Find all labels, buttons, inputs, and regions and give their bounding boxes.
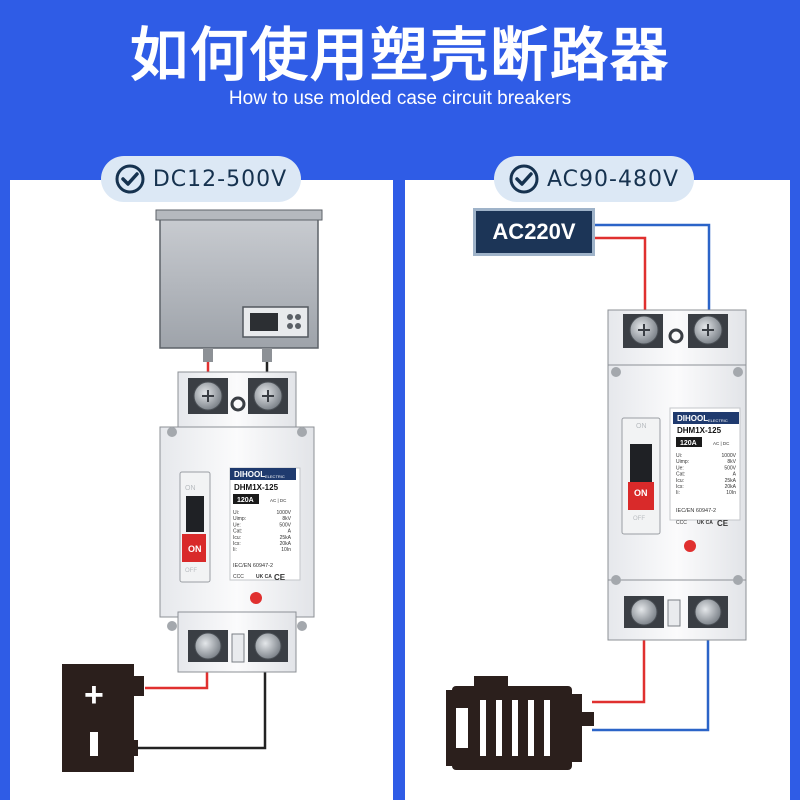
left-breaker xyxy=(159,371,315,673)
ac-motor-icon xyxy=(446,676,594,770)
spec-key: Ics: xyxy=(233,541,241,547)
spec-key: Ics: xyxy=(676,484,684,490)
dc-voltage-badge: DC12-500V xyxy=(101,156,301,202)
ce-mark: CE xyxy=(274,573,286,582)
toggle-on-label: ON xyxy=(636,423,647,430)
breaker-acdc: AC | DC xyxy=(713,441,730,446)
spec-key: Ii: xyxy=(233,547,237,553)
spec-value: 1000V xyxy=(277,510,292,516)
spec-key: Uimp: xyxy=(676,459,689,465)
right-breaker-label: DIHOOL ELECTRIC DHM1X-125 120A AC | DC O… xyxy=(633,412,739,528)
spec-key: Ue: xyxy=(233,522,241,528)
spec-key: Cat: xyxy=(233,529,242,535)
breaker-brand: DIHOOL xyxy=(234,470,265,479)
toggle-off-label: OFF xyxy=(633,516,645,522)
spec-key: Icu: xyxy=(233,535,241,541)
spec-value: A xyxy=(288,529,292,535)
breaker-standard: IEC/EN 60947-2 xyxy=(676,508,716,514)
breaker-spec-table: Ui: 1000V Uimp: 8kV Ue: 500V Cat: A Icu: 25kA Ics:… xyxy=(676,453,737,496)
spec-value: 1000V xyxy=(722,453,737,459)
switch-on-label: ON xyxy=(188,544,202,554)
ac-wires xyxy=(592,223,711,732)
ac-source-label: AC220V xyxy=(473,208,595,256)
breaker-model: DHM1X-125 xyxy=(234,483,279,492)
ukca-mark: UK CA xyxy=(256,574,272,580)
toggle-off-label: OFF xyxy=(185,568,197,574)
spec-value: 25kA xyxy=(280,535,292,541)
ccc-mark: CCC xyxy=(676,520,687,526)
check-circle-icon xyxy=(115,164,145,194)
spec-value: 25kA xyxy=(725,478,737,484)
breaker-acdc: AC | DC xyxy=(270,498,287,503)
page-title: 如何使用塑壳断路器 xyxy=(129,21,670,89)
ccc-mark: CCC xyxy=(233,574,244,580)
ce-mark: CE xyxy=(717,519,729,528)
spec-value: 500V xyxy=(724,465,736,471)
spec-value: 20kA xyxy=(280,541,292,547)
spec-value: A xyxy=(733,472,737,478)
switch-on-label: ON xyxy=(634,488,648,498)
toggle-on-label: ON xyxy=(185,485,196,492)
spec-value: 10In xyxy=(726,490,736,496)
right-breaker xyxy=(607,309,747,641)
ukca-mark: UK CA xyxy=(697,520,713,526)
spec-value: 8kV xyxy=(727,459,736,465)
left-breaker-label: DIHOOL ELECTRIC DHM1X-125 120A AC | DC O… xyxy=(185,468,296,582)
breaker-rating: 120A xyxy=(680,440,697,447)
breaker-spec-table: Ui: 1000V Uimp: 8kV Ue: 500V Cat: A Icu: 25kA Ics:… xyxy=(233,510,292,553)
spec-value: 500V xyxy=(279,522,291,528)
dc-battery: + xyxy=(62,664,144,772)
spec-value: 10In xyxy=(281,547,291,553)
spec-key: Cat: xyxy=(676,472,685,478)
battery-plus-symbol: + xyxy=(84,676,104,714)
inverter-box xyxy=(155,209,323,362)
spec-value: 20kA xyxy=(725,484,737,490)
ac-voltage-text: AC90-480V xyxy=(547,166,679,192)
spec-key: Icu: xyxy=(676,478,684,484)
page-subtitle: How to use molded case circuit breakers xyxy=(228,88,572,109)
spec-key: Ui: xyxy=(676,453,682,459)
breaker-brand-sub: ELECTRIC xyxy=(708,418,728,423)
breaker-standard: IEC/EN 60947-2 xyxy=(233,563,273,569)
breaker-rating: 120A xyxy=(237,497,254,504)
dc-voltage-text: DC12-500V xyxy=(152,166,288,192)
breaker-brand: DIHOOL xyxy=(677,414,708,423)
breaker-model: DHM1X-125 xyxy=(677,426,722,435)
spec-key: Uimp: xyxy=(233,516,246,522)
breaker-brand-sub: ELECTRIC xyxy=(265,474,285,479)
ac-voltage-badge: AC90-480V xyxy=(494,156,694,202)
spec-value: 8kV xyxy=(282,516,291,522)
spec-key: Ii: xyxy=(676,490,680,496)
spec-key: Ue: xyxy=(676,465,684,471)
spec-key: Ui: xyxy=(233,510,239,516)
battery-minus-symbol xyxy=(90,732,98,756)
check-circle-icon xyxy=(509,164,539,194)
